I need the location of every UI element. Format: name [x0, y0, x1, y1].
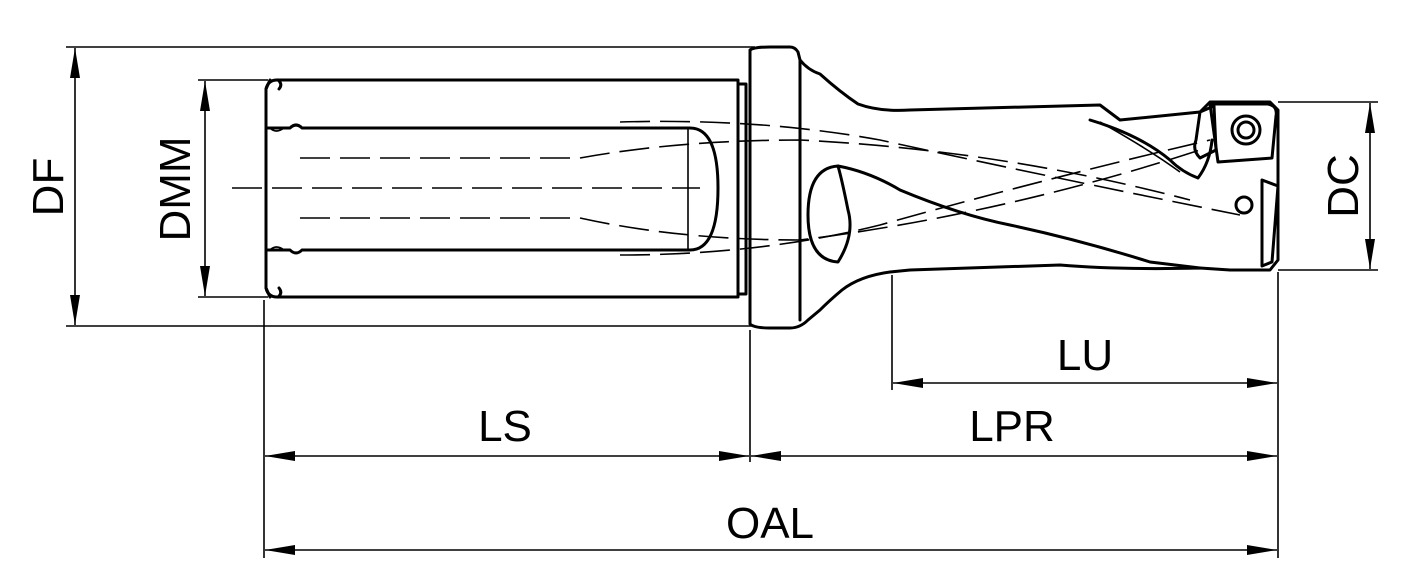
dmm-arrow-top [200, 81, 210, 111]
label-dmm: DMM [151, 136, 200, 241]
label-oal: OAL [726, 499, 814, 548]
flange-collar [748, 45, 1280, 330]
insert-screw-outer [1230, 114, 1262, 146]
lu-arrow-left [893, 378, 923, 388]
label-ls: LS [478, 402, 532, 451]
label-df: DF [24, 158, 73, 217]
coolant-channel-1 [579, 139, 1191, 201]
ls-arrow-right [719, 451, 749, 461]
df-arrow-bottom [70, 295, 80, 325]
central-insert [1260, 178, 1280, 268]
df-arrow-top [70, 48, 80, 78]
lpr-arrow-right [1247, 451, 1277, 461]
coolant-channel-4 [619, 139, 1211, 256]
oal-arrow-right [1247, 545, 1277, 555]
coolant-hole [1234, 195, 1254, 215]
drill-body [264, 45, 1280, 330]
dmm-arrow-bottom [200, 266, 210, 296]
chip-pocket [806, 164, 852, 264]
retaining-groove [736, 82, 748, 296]
dimension-labels: DF DMM DC LU LS LPR OAL [24, 136, 1368, 548]
shank-corner-marks [269, 127, 285, 251]
hidden-lines [232, 120, 1241, 256]
dc-arrow-bottom [1365, 239, 1375, 269]
dimensions [66, 46, 1378, 558]
insert-screw-inner [1236, 120, 1256, 140]
oal-arrow-left [265, 545, 295, 555]
label-lpr: LPR [969, 402, 1055, 451]
label-dc: DC [1319, 154, 1368, 218]
lu-arrow-right [1247, 378, 1277, 388]
coolant-channel-3 [619, 120, 1241, 216]
ls-arrow-left [265, 451, 295, 461]
flute-helix-lower [1099, 121, 1181, 173]
peripheral-insert [1208, 102, 1278, 164]
lpr-arrow-left [751, 451, 781, 461]
chip-pocket-edge [836, 164, 1202, 270]
coolant-channel-2 [579, 149, 1201, 241]
flute-helix-upper [1088, 118, 1214, 180]
shank-flat [266, 123, 720, 255]
dc-arrow-top [1365, 103, 1375, 133]
label-lu: LU [1057, 331, 1113, 380]
shank-end-notches [264, 78, 283, 299]
